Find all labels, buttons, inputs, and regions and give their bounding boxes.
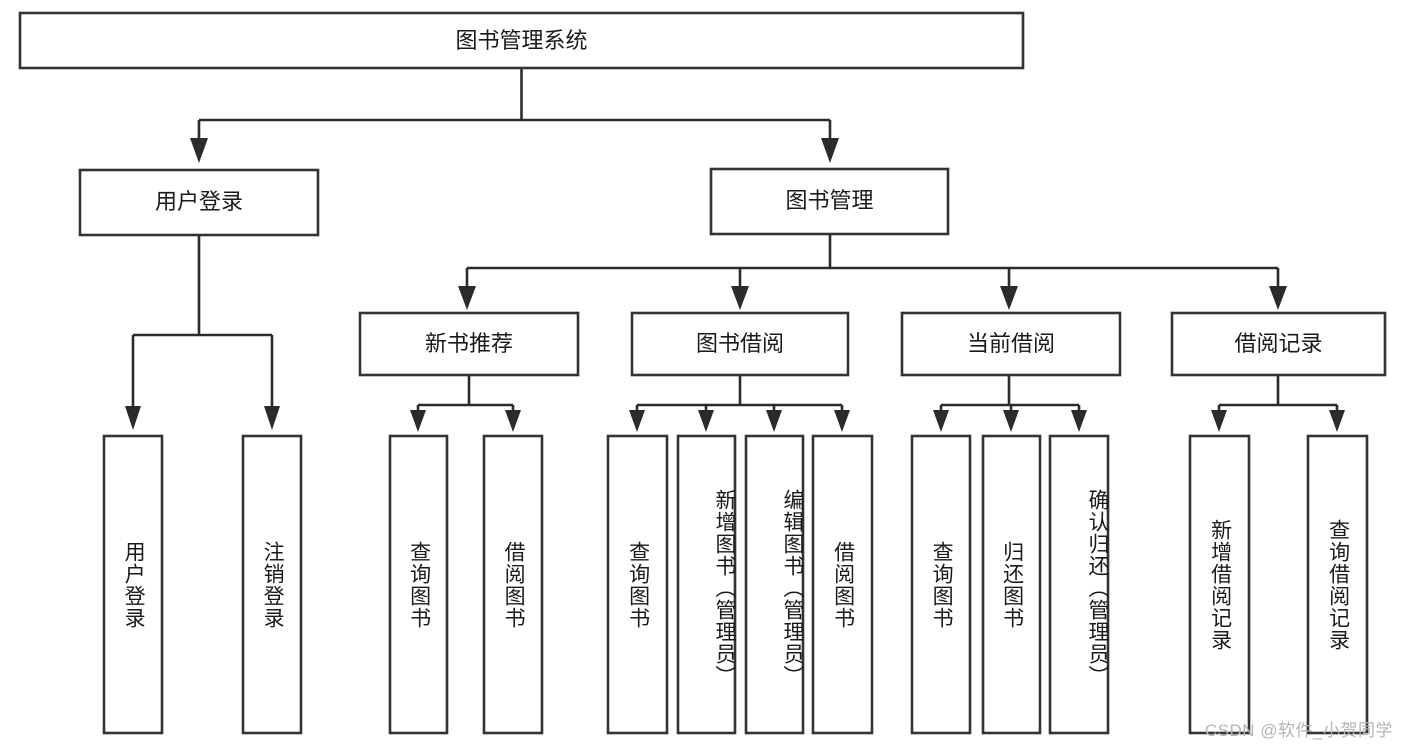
csdn-watermark: CSDN @软件_小贺同学 [1204,721,1393,740]
arrow-head-currentborrow-leaf-2 [1003,410,1019,432]
node-label-current-borrow: 当前借阅 [967,331,1055,356]
arrow-head-borrow-record [1269,286,1287,310]
leaf-box-query-book-3[interactable] [910,434,972,735]
arrow-head-borrowrecord-leaf-1 [1211,410,1227,432]
arrow-head-book-borrow [731,286,749,310]
connector-group-book-borrow [629,375,850,432]
connector-group-new-book-recommend [410,375,521,432]
node-box-root[interactable] [18,11,1025,70]
connector-group-root [190,68,839,163]
leaf-box-query-book-1[interactable] [388,434,449,735]
node-label-user-login: 用户登录 [155,189,243,214]
leaf-box-borrow-book-2[interactable] [811,434,874,735]
arrow-head-leaf-logout [264,406,280,430]
node-box-book-manage[interactable] [709,167,950,236]
arrow-head-bookborrow-leaf-2 [698,410,714,432]
node-label-new-book-recommend: 新书推荐 [425,331,513,356]
node-box-new-book-recommend[interactable] [358,311,580,377]
leaf-box-query-book-2[interactable] [606,434,669,735]
arrow-head-currentborrow-leaf-3 [1071,410,1087,432]
node-label-book-borrow: 图书借阅 [696,331,784,356]
node-box-user-login[interactable] [78,168,320,237]
connector-group-borrow-record [1211,375,1345,432]
leaf-box-user-login[interactable] [102,434,164,735]
arrow-head-borrowrecord-leaf-2 [1329,410,1345,432]
leaf-box-add-book-admin[interactable] [676,434,737,735]
arrow-head-leaf-user-login [125,406,141,430]
arrow-head-bookborrow-leaf-3 [766,410,782,432]
arrow-head-currentborrow-leaf-1 [933,410,949,432]
arrow-head-newbook-leaf-2 [505,410,521,432]
leaf-box-query-record[interactable] [1306,434,1369,735]
node-label-root: 图书管理系统 [455,28,587,53]
node-label-book-manage: 图书管理 [785,188,873,213]
leaf-box-return-book[interactable] [981,434,1042,735]
connector-group-user-login [125,235,280,430]
node-label-borrow-record: 借阅记录 [1234,331,1322,356]
node-box-borrow-record[interactable] [1170,311,1387,377]
arrow-head-bookborrow-leaf-1 [629,410,645,432]
arrow-head-new-book-recommend [458,286,476,310]
node-box-current-borrow[interactable] [900,311,1122,377]
leaf-box-add-record[interactable] [1188,434,1251,735]
connector-group-current-borrow [933,375,1087,432]
leaf-box-edit-book-admin[interactable] [744,434,805,735]
arrow-head-user-login [190,138,208,163]
arrow-head-current-borrow [1000,286,1018,310]
arrow-head-book-manage [821,138,839,163]
arrow-head-bookborrow-leaf-4 [834,410,850,432]
leaf-box-logout[interactable] [241,434,303,735]
leaf-box-borrow-book-1[interactable] [482,434,544,735]
node-box-book-borrow[interactable] [630,311,850,377]
arrow-head-newbook-leaf-1 [410,410,426,432]
leaf-box-confirm-return[interactable] [1048,434,1110,735]
connector-group-book-manage [458,234,1287,310]
